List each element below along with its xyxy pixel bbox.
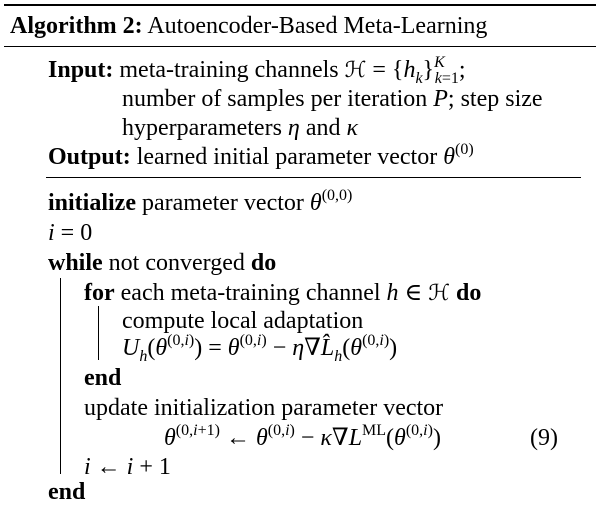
input-text: meta-training channels xyxy=(119,57,339,83)
i-zero-line: i = 0 xyxy=(48,221,92,245)
end-for-line: end xyxy=(84,366,121,390)
kappa-symbol: κ xyxy=(346,115,359,141)
input-set-formula: ℋ = {hk}Kk=1; xyxy=(344,54,466,87)
equation-number: (9) xyxy=(530,425,558,451)
compute-line: compute local adaptation xyxy=(122,309,363,333)
algorithm-name: Autoencoder-Based Meta-Learning xyxy=(147,13,488,39)
input-var-p: P xyxy=(433,86,448,112)
input-line-2: number of samples per iteration P; step … xyxy=(122,87,543,111)
update-line: update initialization parameter vector xyxy=(84,396,443,420)
input-line-3-text: hyperparameters xyxy=(122,115,282,141)
while-do-keyword: do xyxy=(250,250,277,276)
input-line-3-and: and xyxy=(305,115,341,141)
input-label: Input: xyxy=(48,57,114,83)
output-formula: θ(0) xyxy=(443,141,474,170)
input-line-2-tail: ; step size xyxy=(447,86,543,112)
eta-symbol: η xyxy=(287,115,300,141)
while-line: while not converged do xyxy=(48,251,276,275)
increment-formula: i ← i + 1 xyxy=(84,454,171,480)
algorithm-title: Algorithm 2: Autoencoder-Based Meta-Lear… xyxy=(10,14,487,38)
for-do-keyword: do xyxy=(456,280,482,306)
io-separator-rule xyxy=(46,177,581,178)
while-keyword: while xyxy=(48,250,103,276)
end-while-keyword: end xyxy=(48,479,86,505)
initialize-keyword: initialize xyxy=(48,190,136,216)
adaptation-formula: Uh(θ(0,i)) = θ(0,i) − η∇L̂h(θ(0,i)) xyxy=(122,332,398,365)
input-line-3: hyperparameters η and κ xyxy=(122,116,358,140)
update-formula: θ(0,i+1) ← θ(0,i) − κ∇LML(θ(0,i)) xyxy=(164,422,441,451)
initialize-line: initialize parameter vector θ(0,0) xyxy=(48,187,353,216)
for-line: for each meta-training channel h ∈ ℋ do xyxy=(84,281,481,305)
output-text: learned initial parameter vector xyxy=(136,144,438,170)
end-while-line: end xyxy=(48,480,85,504)
i-zero-formula: i = 0 xyxy=(48,220,93,246)
input-line-1: Input: meta-training channels ℋ = {hk}Kk… xyxy=(48,54,466,87)
top-rule xyxy=(4,4,596,6)
compute-text: compute local adaptation xyxy=(122,308,364,334)
output-line: Output: learned initial parameter vector… xyxy=(48,141,474,170)
for-keyword: for xyxy=(84,280,115,306)
update-text: update initialization parameter vector xyxy=(84,395,444,421)
while-text: not converged xyxy=(108,250,245,276)
algorithm-block: Algorithm 2: Autoencoder-Based Meta-Lear… xyxy=(4,0,596,506)
for-formula: h ∈ ℋ xyxy=(386,280,451,306)
for-scope-bar xyxy=(98,306,99,360)
initialize-text: parameter vector xyxy=(141,190,304,216)
output-label: Output: xyxy=(48,144,131,170)
input-line-2-text: number of samples per iteration xyxy=(122,86,428,112)
initialize-formula: θ(0,0) xyxy=(309,187,353,216)
end-for-keyword: end xyxy=(84,365,122,391)
for-text: each meta-training channel xyxy=(120,280,381,306)
title-rule xyxy=(4,46,596,47)
algorithm-label: Algorithm 2: xyxy=(10,13,143,39)
increment-line: i ← i + 1 xyxy=(84,455,171,479)
while-scope-bar xyxy=(60,278,61,474)
